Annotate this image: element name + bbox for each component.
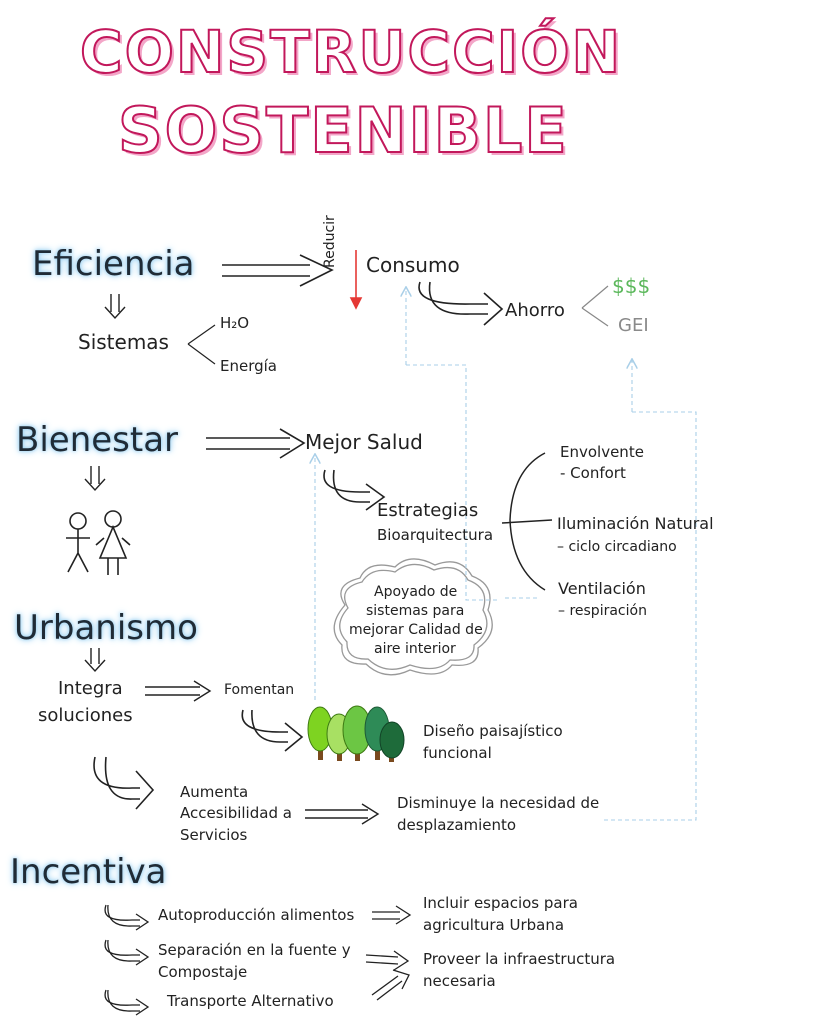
node-mejor-salud: Mejor Salud <box>305 430 423 454</box>
down-arrow-bienestar <box>84 466 106 492</box>
double-arrow-eficiencia-consumo <box>222 254 334 287</box>
cloud-text-4: aire interior <box>374 641 456 657</box>
bioarquitectura-bracket <box>501 452 553 591</box>
node-transporte: Transporte Alternativo <box>167 992 334 1010</box>
node-confort: - Confort <box>560 464 626 482</box>
node-autoproduccion: Autoproducción alimentos <box>158 906 355 924</box>
node-proveer-2: necesaria <box>423 972 496 990</box>
double-arrow-integra-fomentan <box>145 680 212 702</box>
curved-arrow-consumo-ahorro <box>418 281 504 326</box>
node-sistemas: Sistemas <box>78 330 169 354</box>
node-proveer-1: Proveer la infraestructura <box>423 950 616 968</box>
node-envolvente: Envolvente <box>560 443 644 461</box>
node-consumo: Consumo <box>366 253 460 277</box>
node-energia: Energía <box>220 357 277 375</box>
node-bioarquitectura: Bioarquitectura <box>377 526 494 544</box>
sistemas-branches <box>187 324 216 365</box>
node-gei: GEI <box>618 315 649 336</box>
node-incluir-2: agricultura Urbana <box>423 916 565 934</box>
ahorro-branches <box>581 285 609 327</box>
cloud-text-2: sistemas para <box>366 603 465 619</box>
cloud-text-3: mejorar Calidad de <box>349 622 483 638</box>
node-disminuye-2: desplazamiento <box>397 816 517 834</box>
heading-bienestar: Bienestar <box>16 420 179 460</box>
node-iluminacion: Iluminación Natural <box>557 514 714 533</box>
node-diseno-1: Diseño paisajístico <box>423 722 563 740</box>
node-ciclo: – ciclo circadiano <box>557 539 677 555</box>
double-arrow-bienestar-salud <box>206 428 306 459</box>
curved-arrow-fomentan-trees <box>241 709 304 752</box>
curved-arrows-incentiva <box>104 904 150 1016</box>
page-title-line-2: SOSTENIBLE <box>117 93 569 168</box>
node-ahorro: Ahorro <box>505 300 565 321</box>
heading-eficiencia: Eficiencia <box>32 244 195 284</box>
double-arrows-incentiva <box>365 905 412 1001</box>
heading-incentiva: Incentiva <box>10 852 167 892</box>
node-h2o: H₂O <box>220 314 250 332</box>
node-aumenta-1: Aumenta <box>180 783 249 801</box>
cloud-text-1: Apoyado de <box>374 584 458 600</box>
heading-urbanismo: Urbanismo <box>14 608 198 648</box>
reducir-arrow <box>349 250 363 310</box>
cloud-icon <box>333 558 493 676</box>
node-aumenta-2: Accesibilidad a <box>180 804 292 822</box>
page-title-line-1: CONSTRUCCIÓN <box>79 17 623 87</box>
node-aumenta-3: Servicios <box>180 826 248 844</box>
double-arrow-aumenta-disminuye <box>305 803 380 825</box>
node-incluir-1: Incluir espacios para <box>423 894 578 912</box>
node-integra: Integra <box>58 678 123 699</box>
label-reducir: Reducir <box>322 215 338 268</box>
down-arrow-urbanismo <box>84 648 106 673</box>
curved-arrow-soluciones-aumenta <box>93 756 155 810</box>
node-estrategias: Estrategias <box>377 500 479 521</box>
down-arrow-eficiencia <box>104 294 126 320</box>
curved-arrow-salud-estrategias <box>323 469 386 511</box>
node-ventilacion: Ventilación <box>558 579 646 598</box>
node-fomentan: Fomentan <box>224 682 295 698</box>
node-diseno-2: funcional <box>423 744 492 762</box>
node-disminuye-1: Disminuye la necesidad de <box>397 794 600 812</box>
node-soluciones: soluciones <box>38 705 133 726</box>
trees-icon <box>307 705 405 762</box>
node-respiracion: – respiración <box>558 603 647 619</box>
node-separacion-1: Separación en la fuente y <box>158 941 351 959</box>
dashed-connectors <box>315 288 697 821</box>
node-money: $$$ <box>612 274 651 298</box>
node-separacion-2: Compostaje <box>158 963 248 981</box>
person-icons <box>66 510 131 575</box>
